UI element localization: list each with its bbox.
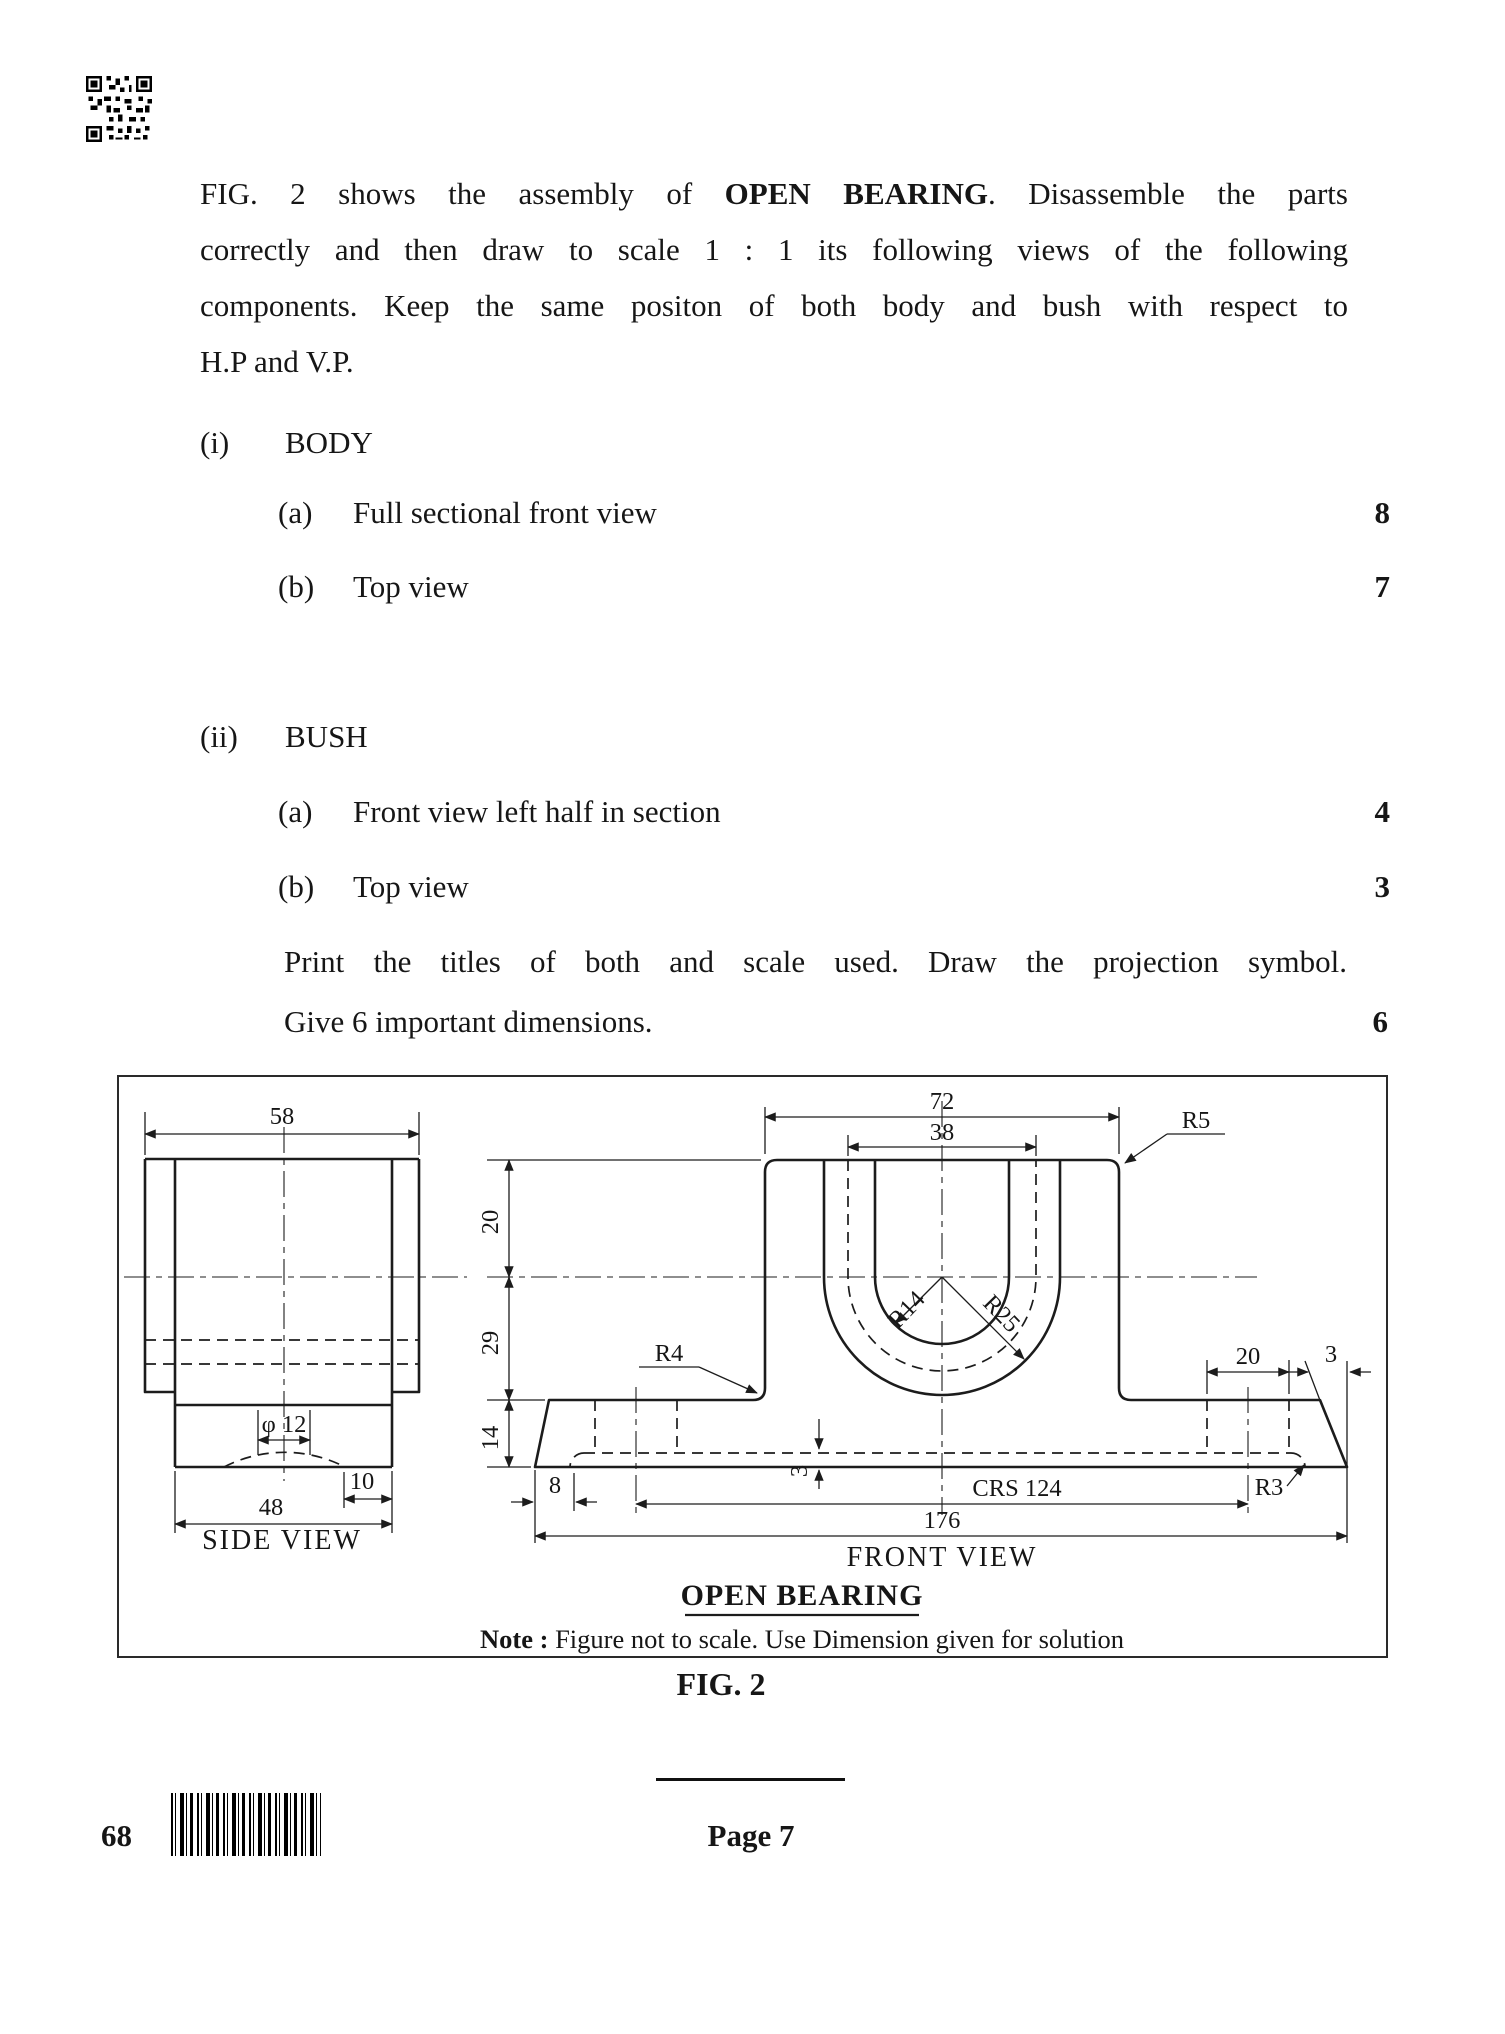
sub-item-text: Full sectional front view xyxy=(353,495,657,530)
intro-line-1-bold: OPEN BEARING xyxy=(724,176,988,211)
question-intro: FIG. 2 shows the assembly of OPEN BEARIN… xyxy=(200,166,1348,390)
radius-r5-label: R5 xyxy=(1182,1107,1211,1134)
paper-code: 68 xyxy=(101,1818,132,1853)
sub-item-label: (a) xyxy=(278,794,313,829)
sub-item-label: (b) xyxy=(278,869,315,904)
dim-crs124-label: CRS 124 xyxy=(972,1475,1061,1502)
figure-title: OPEN BEARING xyxy=(681,1579,924,1612)
dim-72-label: 72 xyxy=(930,1088,955,1115)
radius-r3-label: R3 xyxy=(1255,1474,1284,1501)
marks-badge: 4 xyxy=(1374,794,1391,829)
intro-line-3: components. Keep the same positon of bot… xyxy=(200,288,1348,323)
page-number: Page 7 xyxy=(707,1818,795,1853)
figure-note-text: Figure not to scale. Use Dimension given… xyxy=(548,1624,1124,1654)
marks-badge: 6 xyxy=(1372,1004,1389,1039)
figure-box: 58 φ 12 48 10 SIDE VIEW xyxy=(117,1075,1388,1658)
footer-rule xyxy=(656,1778,845,1781)
figure-caption: FIG. 2 xyxy=(676,1666,766,1702)
sub-item-label: (a) xyxy=(278,495,313,530)
item-bush: (ii) BUSH xyxy=(200,719,1390,755)
dim-58-label: 58 xyxy=(270,1103,295,1130)
sub-item-text: Top view xyxy=(353,869,469,904)
intro-line-4: H.P and V.P. xyxy=(200,344,354,379)
qr-code xyxy=(86,76,152,142)
sub-item-label: (b) xyxy=(278,569,315,604)
item-body: (i) BODY xyxy=(200,425,1390,461)
sub-item-text: Top view xyxy=(353,569,469,604)
figure-note-label: Note : xyxy=(480,1624,548,1654)
intro-line-1-post: . Disassemble the parts xyxy=(987,176,1348,211)
dim-20-right-label: 20 xyxy=(1236,1343,1261,1370)
dim-8-label: 8 xyxy=(549,1472,561,1499)
item-title: BUSH xyxy=(285,719,368,754)
front-view-label: FRONT VIEW xyxy=(847,1542,1038,1573)
sub-item-text: Front view left half in section xyxy=(353,794,721,829)
dim-48-label: 48 xyxy=(259,1494,284,1521)
item-number: (i) xyxy=(200,425,230,460)
print-line-1: Print the titles of both and scale used.… xyxy=(284,944,1347,979)
marks-badge: 7 xyxy=(1374,569,1391,604)
print-line-2: Give 6 important dimensions. 6 xyxy=(284,992,1388,1052)
radius-r4-label: R4 xyxy=(655,1340,684,1367)
dim-10-label: 10 xyxy=(350,1468,375,1495)
marks-badge: 8 xyxy=(1374,495,1391,530)
front-view-drawing: 72 38 R5 R4 R14 R25 xyxy=(477,1088,1371,1573)
sub-item-row: (b) Top view 7 xyxy=(278,569,1390,605)
side-view-drawing: 58 φ 12 48 10 SIDE VIEW xyxy=(124,1103,467,1556)
side-view-label: SIDE VIEW xyxy=(202,1525,362,1556)
dim-3-mid-label: 3 xyxy=(786,1465,813,1477)
dim-14-label: 14 xyxy=(477,1426,504,1451)
figure-note: Note : Figure not to scale. Use Dimensio… xyxy=(480,1624,1124,1654)
dim-3-right-label: 3 xyxy=(1325,1341,1337,1368)
radius-r25-label: R25 xyxy=(977,1290,1025,1338)
print-instructions: Print the titles of both and scale used.… xyxy=(284,932,1388,1052)
qr-code-image xyxy=(86,76,152,142)
item-number: (ii) xyxy=(200,719,238,754)
barcode xyxy=(171,1793,321,1856)
intro-line-1-pre: FIG. 2 shows the assembly of xyxy=(200,176,725,211)
dim-176-label: 176 xyxy=(924,1507,961,1534)
intro-line-1: FIG. 2 shows the assembly of OPEN BEARIN… xyxy=(200,166,1348,222)
dim-29-label: 29 xyxy=(477,1331,504,1356)
sub-item-row: (a) Front view left half in section 4 xyxy=(278,794,1390,830)
sub-item-row: (b) Top view 3 xyxy=(278,869,1390,905)
print-line-2-text: Give 6 important dimensions. xyxy=(284,1004,653,1039)
dim-phi12-label: φ 12 xyxy=(262,1411,307,1438)
marks-badge: 3 xyxy=(1374,869,1391,904)
item-title: BODY xyxy=(285,425,373,460)
intro-line-2: correctly and then draw to scale 1 : 1 i… xyxy=(200,232,1348,267)
radius-r14-label: R14 xyxy=(883,1286,931,1334)
engineering-drawing: 58 φ 12 48 10 SIDE VIEW xyxy=(124,1088,1371,1654)
dim-20-left-label: 20 xyxy=(477,1210,504,1235)
sub-item-row: (a) Full sectional front view 8 xyxy=(278,495,1390,531)
dim-38-label: 38 xyxy=(930,1119,955,1146)
